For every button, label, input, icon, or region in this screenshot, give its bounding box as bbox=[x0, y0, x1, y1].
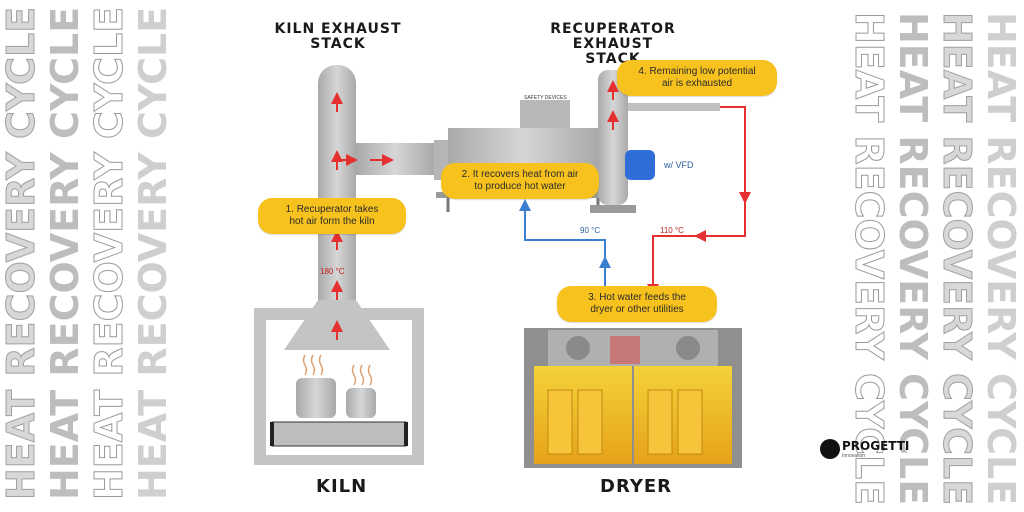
kiln-product bbox=[346, 388, 376, 418]
kiln-label: KILN bbox=[316, 476, 368, 497]
fan-motor bbox=[625, 150, 655, 180]
dryer-label: DRYER bbox=[600, 476, 673, 497]
callout-step-1: 1. Recuperator takes hot air form the ki… bbox=[258, 198, 406, 234]
progetti-logo: PROGETTI Innovation bbox=[820, 439, 920, 465]
roller-end bbox=[270, 422, 274, 446]
watermark-line: HEAT RECOVERY CYCLE bbox=[43, 7, 87, 500]
hot-line-out bbox=[694, 106, 746, 242]
logo-tagline: Innovation bbox=[842, 453, 866, 459]
logo-mark-icon bbox=[820, 439, 840, 459]
watermark-line: HEAT RECOVERY CYCLE bbox=[979, 12, 1023, 505]
kiln-stack-title: KILN EXHAUST STACK bbox=[274, 21, 402, 52]
roller-end bbox=[404, 422, 408, 446]
hot-air-arrows bbox=[331, 92, 394, 340]
kiln-product bbox=[296, 378, 336, 418]
callout-step-2: 2. It recovers heat from air to produce … bbox=[441, 163, 599, 199]
callout-step-4: 4. Remaining low potential air is exhaus… bbox=[617, 60, 777, 96]
dryer-heat-exchanger bbox=[610, 336, 640, 364]
dryer-fan bbox=[676, 336, 700, 360]
temp-label-90: 90 °C bbox=[580, 226, 601, 235]
watermark-line: HEAT RECOVERY CYCLE bbox=[0, 7, 43, 500]
cold-line-return bbox=[519, 199, 606, 290]
right-watermark: HEAT RECOVERY CYCLE HEAT RECOVERY CYCLE … bbox=[844, 0, 1024, 512]
watermark-line: HEAT RECOVERY CYCLE bbox=[891, 12, 935, 505]
hot-line-to-dryer bbox=[647, 235, 700, 296]
left-watermark: HEAT RECOVERY CYCLE HEAT RECOVERY CYCLE … bbox=[0, 0, 180, 512]
watermark-line: HEAT RECOVERY CYCLE bbox=[847, 12, 891, 505]
recuperator-exhaust-stack bbox=[598, 70, 628, 205]
temp-label-110: 110 °C bbox=[660, 226, 684, 235]
left-watermark-text: HEAT RECOVERY CYCLE HEAT RECOVERY CYCLE … bbox=[0, 6, 175, 500]
recuperator-stack-title: RECUPERATOR EXHAUST STACK bbox=[550, 21, 676, 67]
watermark-line: HEAT RECOVERY CYCLE bbox=[935, 12, 979, 505]
callout-step-3: 3. Hot water feeds the dryer or other ut… bbox=[557, 286, 717, 322]
dryer-fan bbox=[566, 336, 590, 360]
dryer-product-racks bbox=[547, 389, 703, 455]
kiln-roller-bed bbox=[271, 421, 407, 447]
safety-devices bbox=[520, 100, 570, 128]
temp-label-180: 180 °C bbox=[320, 267, 345, 276]
watermark-line: HEAT RECOVERY CYCLE bbox=[87, 7, 131, 500]
stack-base bbox=[590, 205, 636, 213]
safety-devices-label: SAFETY DEVICES bbox=[524, 95, 567, 101]
kiln-hood bbox=[284, 300, 390, 350]
watermark-line: HEAT RECOVERY CYCLE bbox=[131, 7, 175, 500]
right-watermark-text: HEAT RECOVERY CYCLE HEAT RECOVERY CYCLE … bbox=[847, 12, 1024, 506]
logo-name: PROGETTI bbox=[842, 439, 910, 453]
connection-duct bbox=[356, 143, 434, 175]
heat-waves bbox=[302, 354, 373, 386]
exhaust-pipe bbox=[628, 103, 720, 111]
vfd-label: w/ VFD bbox=[664, 160, 694, 170]
